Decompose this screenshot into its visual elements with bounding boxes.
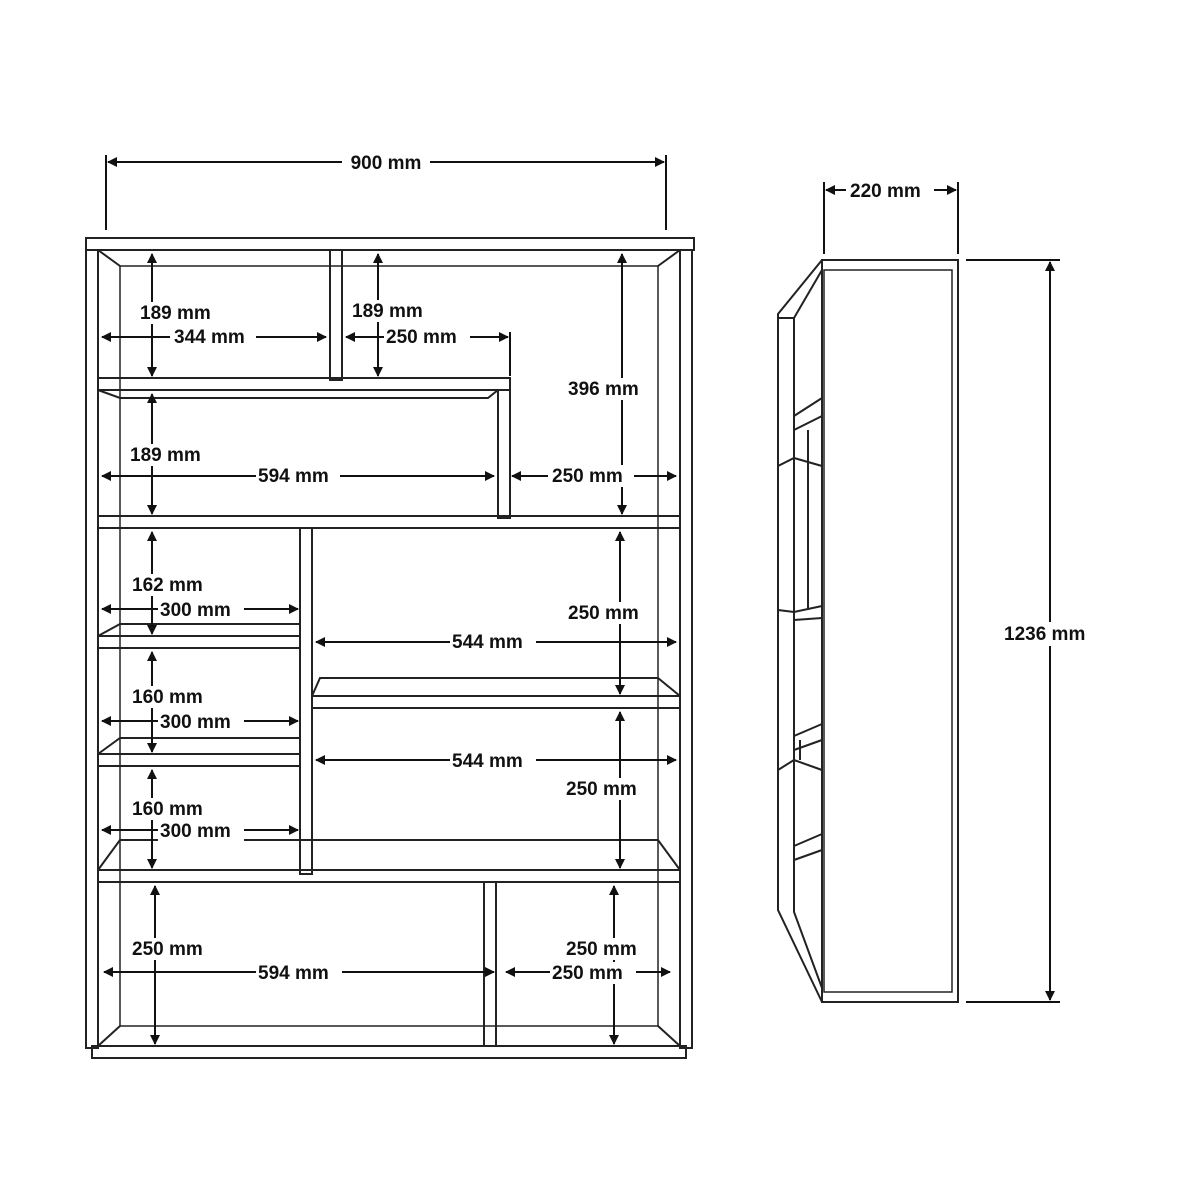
overall-width-label: 900 mm: [351, 153, 422, 174]
right-side-panel: [679, 249, 693, 1049]
top-mid-width-label: 250 mm: [386, 327, 457, 348]
left-b-height-label: 160 mm: [132, 687, 203, 708]
left-a-width-label: 300 mm: [160, 600, 231, 621]
divider-top-left: [329, 249, 343, 381]
bottom-board: [91, 1045, 687, 1059]
top-left-width-label: 344 mm: [174, 327, 245, 348]
bottom-right-width-label: 250 mm: [552, 963, 623, 984]
divider-bottom: [483, 881, 497, 1047]
dimension-labels: 900 mm 189 mm 344 mm 189 mm 250 mm 396 m…: [128, 150, 1098, 984]
wide-shelf-height-label: 189 mm: [130, 445, 201, 466]
divider-wide-right: [497, 389, 511, 519]
right-a-height-label: 250 mm: [568, 603, 639, 624]
shelf-1: [97, 377, 511, 391]
side-depth-label: 220 mm: [850, 181, 921, 202]
right-small-width-label: 250 mm: [552, 466, 623, 487]
side-height-label: 1236 mm: [1004, 624, 1085, 645]
shelf-left-b: [97, 753, 301, 767]
side-front-panel: [821, 259, 959, 1003]
bottom-left-height-label: 250 mm: [132, 939, 203, 960]
top-mid-height-label: 189 mm: [352, 301, 423, 322]
left-b-width-label: 300 mm: [160, 712, 231, 733]
side-dimension-lines: [823, 182, 1060, 1003]
shelf-2: [97, 515, 681, 529]
left-side-panel: [85, 249, 99, 1049]
top-board: [85, 237, 695, 251]
side-inner-panel: [823, 269, 953, 993]
bottom-right-height-label: 250 mm: [566, 939, 637, 960]
shelf-left-a: [97, 635, 301, 649]
left-c-height-label: 160 mm: [132, 799, 203, 820]
top-left-height-label: 189 mm: [140, 303, 211, 324]
front-view: [85, 237, 695, 1059]
right-b-width-label: 544 mm: [452, 751, 523, 772]
wide-shelf-width-label: 594 mm: [258, 466, 329, 487]
right-a-width-label: 544 mm: [452, 632, 523, 653]
bottom-left-width-label: 594 mm: [258, 963, 329, 984]
divider-middle: [299, 527, 313, 875]
right-tall-height-label: 396 mm: [568, 379, 639, 400]
left-c-width-label: 300 mm: [160, 821, 231, 842]
shelf-right-a: [311, 695, 681, 709]
left-a-height-label: 162 mm: [132, 575, 203, 596]
side-view: [777, 259, 959, 1003]
right-b-height-label: 250 mm: [566, 779, 637, 800]
shelf-3: [97, 869, 681, 883]
